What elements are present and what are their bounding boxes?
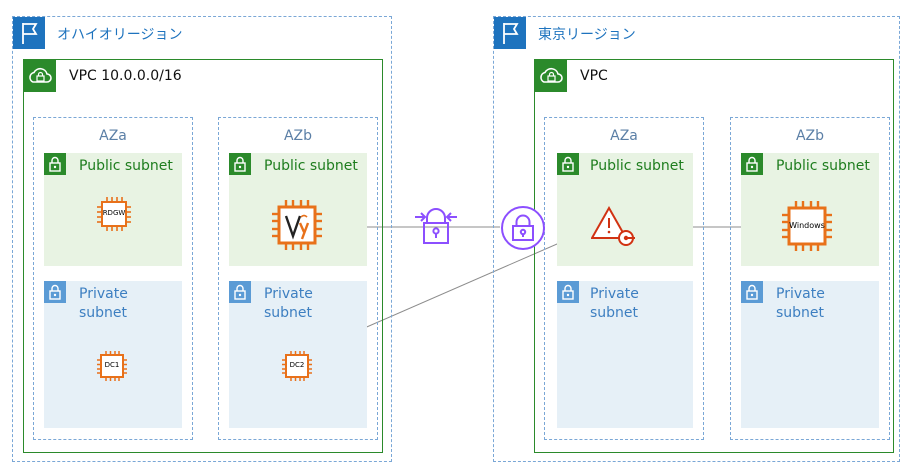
alert-triangle-icon (590, 205, 641, 247)
subnet-label: Public subnet (590, 158, 684, 174)
az-a-ohio: AZa Public subnet (33, 117, 193, 440)
vpc-ohio: VPC 10.0.0.0/16 AZa Public subnet (23, 59, 383, 453)
instance-label-dc1: DC1 (104, 361, 120, 369)
public-subnet: Public subnet Windows (741, 153, 879, 266)
ec2-instance-icon: RDGW (96, 196, 132, 232)
padlock-icon (741, 153, 763, 175)
instance-label-rdgw: RDGW (102, 209, 126, 217)
padlock-icon (44, 281, 66, 303)
padlock-icon (229, 153, 251, 175)
az-b-ohio: AZb Public subnet (218, 117, 378, 440)
az-label: AZa (610, 128, 638, 144)
vpc-label: VPC (580, 68, 608, 84)
az-label: AZa (99, 128, 127, 144)
subnet-label-line1: Private (590, 286, 639, 302)
padlock-icon (557, 153, 579, 175)
vyos-icon (271, 199, 323, 251)
instance-label-windows: Windows (789, 221, 825, 230)
vpn-gateway-icon (500, 205, 546, 251)
subnet-label: Public subnet (776, 158, 870, 174)
private-subnet: Private subnet DC1 (44, 281, 182, 428)
private-subnet: Private subnet DC2 (229, 281, 367, 428)
subnet-label: Public subnet (79, 158, 173, 174)
az-label: AZb (795, 128, 825, 144)
padlock-icon (557, 281, 579, 303)
padlock-icon (229, 281, 251, 303)
customer-gateway-icon (413, 203, 459, 249)
ec2-instance-icon: DC2 (281, 350, 313, 382)
private-subnet: Private subnet (741, 281, 879, 428)
ec2-instance-icon: DC1 (96, 350, 128, 382)
public-subnet: Public subnet (557, 153, 693, 266)
vpc-label: VPC 10.0.0.0/16 (69, 68, 182, 84)
subnet-label-line2: subnet (79, 305, 128, 321)
padlock-icon (741, 281, 763, 303)
ec2-instance-icon: Windows (781, 200, 833, 252)
subnet-label-line1: Private (264, 286, 313, 302)
vpc-tokyo: VPC AZa Public subnet (534, 59, 894, 453)
subnet-label-line1: Private (776, 286, 825, 302)
flag-icon (494, 17, 526, 49)
az-b-tokyo: AZb Public subnet (730, 117, 890, 440)
cloud-lock-icon (24, 60, 56, 92)
region-label: 東京リージョン (538, 27, 636, 43)
az-label: AZb (283, 128, 313, 144)
region-tokyo: 東京リージョン VPC AZa Public subnet (493, 16, 900, 462)
subnet-label-line2: subnet (590, 305, 639, 321)
flag-icon (13, 17, 45, 49)
region-ohio: オハイオリージョン VPC 10.0.0.0/16 AZa Public sub… (12, 16, 392, 462)
instance-label-dc2: DC2 (289, 361, 305, 369)
subnet-label-line2: subnet (264, 305, 313, 321)
cloud-lock-icon (535, 60, 567, 92)
public-subnet: Public subnet RDGW (44, 153, 182, 266)
subnet-label-line1: Private (79, 286, 128, 302)
subnet-label-line2: subnet (776, 305, 825, 321)
private-subnet: Private subnet (557, 281, 693, 428)
public-subnet: Public subnet (229, 153, 367, 266)
az-a-tokyo: AZa Public subnet (544, 117, 704, 440)
subnet-label: Public subnet (264, 158, 358, 174)
region-label: オハイオリージョン (57, 27, 183, 43)
padlock-icon (44, 153, 66, 175)
